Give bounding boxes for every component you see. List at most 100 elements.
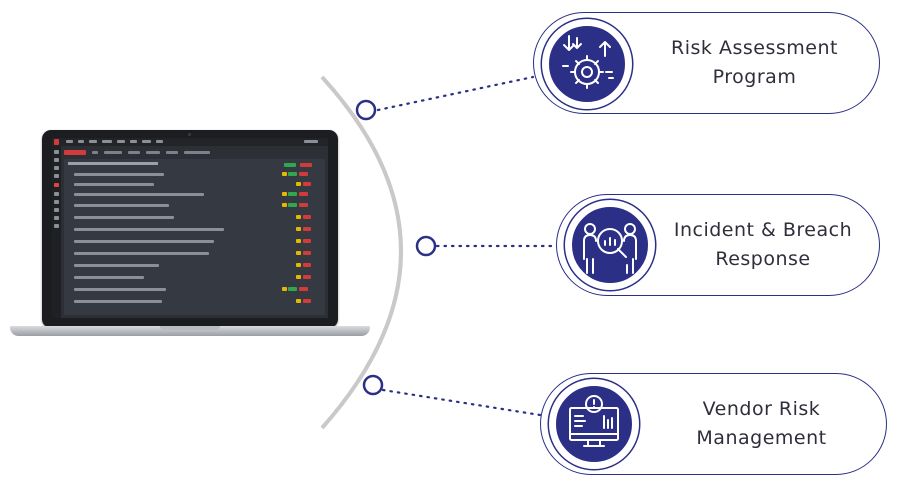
status-badge <box>282 192 287 196</box>
status-badge <box>296 299 301 303</box>
tab <box>146 151 160 154</box>
top-nav-item <box>117 140 125 143</box>
list-row <box>74 300 162 303</box>
top-nav-item <box>78 140 84 143</box>
status-badge <box>296 263 301 267</box>
sidebar-icon <box>54 224 59 228</box>
user-menu <box>304 140 318 143</box>
top-nav-item <box>89 140 97 143</box>
tab <box>166 151 178 154</box>
tab <box>92 151 98 154</box>
status-badge <box>303 299 311 303</box>
sidebar-icon-active <box>54 183 59 187</box>
card-title-line2: Program <box>712 66 797 88</box>
sidebar-icon <box>54 158 59 162</box>
status-badge <box>296 215 301 219</box>
list-row <box>74 252 209 255</box>
webcam <box>188 133 191 136</box>
laptop-bezel <box>42 130 338 328</box>
content-panel <box>64 159 325 315</box>
card-label: Incident & Breach Response <box>647 195 879 295</box>
list-row <box>74 228 224 231</box>
card-vendor-risk: Vendor Risk Management <box>540 373 887 475</box>
list-row <box>74 288 166 291</box>
sidebar-icon <box>54 216 59 220</box>
list-row <box>74 173 164 176</box>
sidebar-icon <box>54 192 59 196</box>
status-button <box>284 163 296 167</box>
card-title-line2: Management <box>696 427 827 449</box>
status-badge <box>303 227 311 231</box>
top-nav-item <box>66 140 73 143</box>
status-badge <box>299 172 308 176</box>
list-row <box>74 264 159 267</box>
icon-circle <box>549 379 639 469</box>
node-dot-1 <box>355 99 377 121</box>
sidebar-icon <box>54 200 59 204</box>
card-title-line2: Response <box>715 248 811 270</box>
status-badge <box>296 227 301 231</box>
panel-header <box>68 162 158 165</box>
tab <box>184 151 210 154</box>
top-nav-item <box>102 140 112 143</box>
vendor-risk-monitor-icon <box>569 395 619 447</box>
laptop-mockup <box>10 130 370 355</box>
top-nav-item <box>142 140 151 143</box>
card-label: Risk Assessment Program <box>630 13 879 113</box>
status-badge <box>296 251 301 255</box>
status-badge <box>303 263 311 267</box>
status-badge <box>299 203 308 207</box>
app-sidebar <box>52 146 61 318</box>
status-badge <box>299 287 308 291</box>
status-badge <box>282 172 287 176</box>
app-tabs <box>64 150 324 156</box>
list-row <box>74 183 154 186</box>
status-badge <box>296 182 301 186</box>
laptop-base <box>10 326 370 336</box>
status-badge <box>303 251 311 255</box>
incident-analysis-people-icon <box>583 223 637 274</box>
card-label: Vendor Risk Management <box>637 374 886 474</box>
laptop-screen <box>52 138 328 318</box>
connector-1 <box>376 75 535 112</box>
status-badge <box>282 287 287 291</box>
node-dot-3 <box>362 374 384 396</box>
list-row <box>74 216 174 219</box>
sidebar-icon <box>54 150 59 154</box>
tab-active <box>64 150 86 155</box>
status-badge <box>296 239 301 243</box>
list-row <box>74 276 144 279</box>
app-logo-icon <box>54 139 59 145</box>
list-row <box>74 204 169 207</box>
status-button <box>300 163 312 167</box>
status-badge <box>303 239 311 243</box>
sidebar-icon <box>54 208 59 212</box>
status-badge <box>299 192 308 196</box>
arc-line <box>320 75 403 430</box>
top-nav-item <box>156 140 163 143</box>
card-risk-assessment: Risk Assessment Program <box>533 12 880 114</box>
laptop-notch <box>160 326 220 330</box>
connector-3 <box>381 388 542 417</box>
tab <box>128 151 140 154</box>
icon-circle <box>542 19 632 109</box>
sidebar-icon <box>54 166 59 170</box>
node-dot-2 <box>415 235 437 257</box>
status-badge <box>296 275 301 279</box>
tab <box>104 151 122 154</box>
status-badge <box>303 215 311 219</box>
card-title-line1: Incident & Breach <box>673 219 853 241</box>
card-title-line1: Vendor Risk <box>702 398 821 420</box>
status-badge <box>288 172 297 176</box>
status-badge <box>288 192 297 196</box>
status-badge <box>288 203 297 207</box>
status-badge <box>282 203 287 207</box>
status-badge <box>288 287 297 291</box>
top-nav-item <box>130 140 137 143</box>
list-row <box>74 240 214 243</box>
card-title-line1: Risk Assessment <box>671 37 838 59</box>
icon-circle <box>565 200 655 290</box>
app-topbar <box>52 138 328 146</box>
